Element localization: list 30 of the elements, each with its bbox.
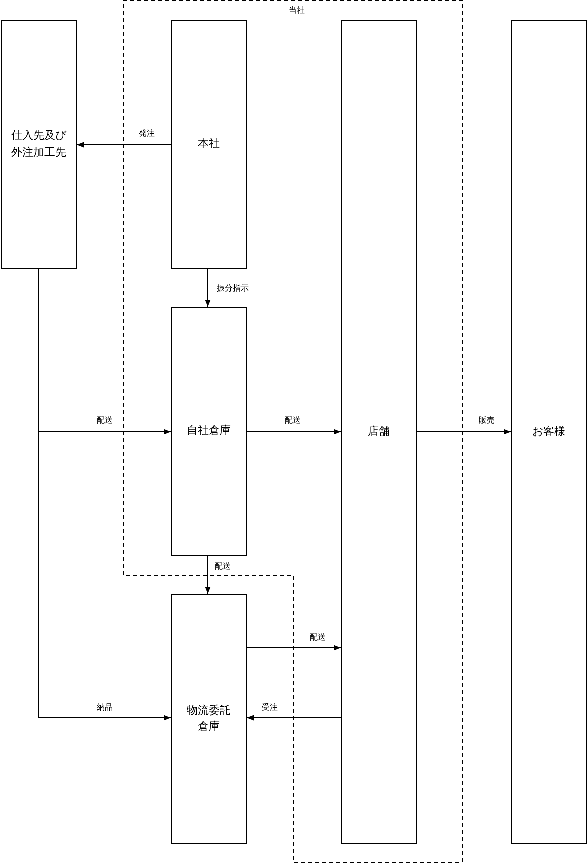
arrow [416,429,512,435]
edge-label: 販売 [478,415,496,426]
process-box [171,594,247,844]
edge-label: 配送 [96,415,114,426]
edge-label: 納品 [96,702,114,713]
edge-label: 配送 [284,415,302,426]
edge-label: 発注 [138,128,156,139]
edge-label: 配送 [309,632,327,643]
edge-label: 受注 [261,702,279,713]
dashed-region [123,0,463,863]
node-text: 本社 [198,136,220,152]
arrow [246,715,342,721]
region-title: 当社 [289,5,305,16]
node-text: 仕入先及び外注加工先 [10,128,68,160]
process-box [511,20,587,844]
edge-label: 配送 [214,561,232,572]
node-text: お客様 [532,424,566,440]
node-text: 物流委託倉庫 [186,702,232,735]
arrow [205,268,211,308]
process-box [341,20,417,844]
edge-label: 振分指示 [216,283,250,294]
arrow [246,645,342,651]
process-box [171,20,247,269]
node-text: 自社倉庫 [187,423,231,440]
node-text: 店舗 [368,424,390,440]
arrow [205,556,211,594]
process-box [171,307,247,556]
arrow [76,142,172,148]
arrow [246,429,342,435]
process-box [1,20,77,269]
